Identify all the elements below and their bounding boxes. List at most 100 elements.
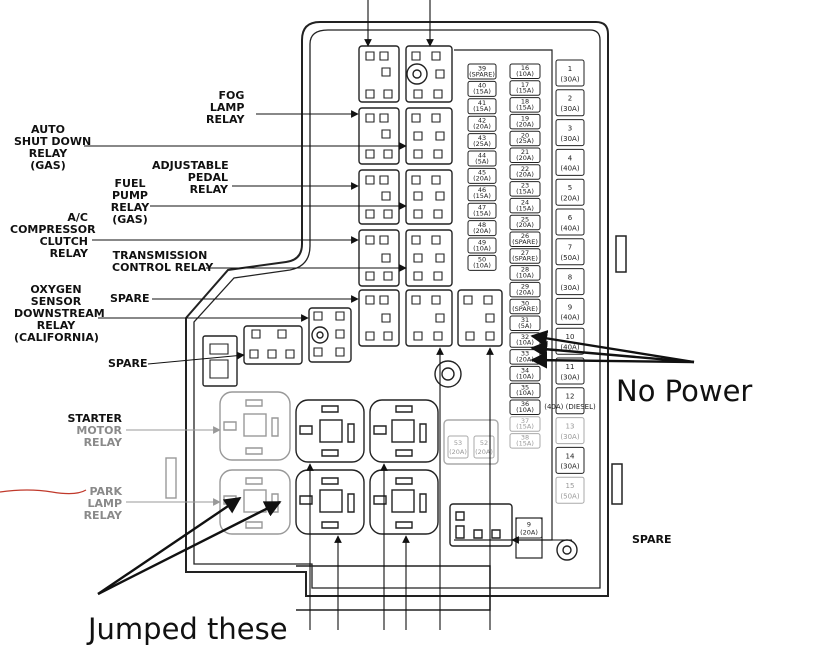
fuse-label: (40A) (DIESEL): [544, 403, 596, 411]
fuse-label: 18: [521, 98, 529, 106]
relay-terminals: [209, 51, 495, 379]
fuse-11-maxi: 11(30A): [555, 357, 585, 385]
fuse-52: 52(20A): [473, 435, 495, 459]
fuse-3-maxi: 3 (30A): [555, 119, 585, 147]
fuse-38: 38(15A): [509, 433, 541, 449]
fuse-49: 49(10A): [467, 237, 497, 254]
fuse-label: (50A): [560, 493, 579, 501]
fuse-label: 8: [568, 274, 572, 282]
fuse-label: 12: [566, 393, 575, 401]
fuse-label: (20A): [516, 221, 534, 229]
fuse-label: (10A): [473, 244, 491, 252]
fuse-label: (15A): [516, 439, 534, 447]
fuse-40: 40(15A): [467, 80, 497, 97]
fuse-label: 9: [568, 303, 572, 311]
fuse-9-maxi: 9(40A): [555, 297, 585, 325]
fuse-label: 16: [521, 64, 529, 72]
fuse-label: 27: [521, 249, 529, 257]
fuse-box-housing: [185, 21, 627, 611]
fuse-label: (20A): [560, 195, 579, 203]
fuse-label: (20A): [516, 171, 534, 179]
fuse-label: 25: [521, 215, 529, 223]
leader-lines: [84, 0, 572, 630]
fuse-label: (15A): [473, 192, 491, 200]
fuse-37: 37(15A): [509, 416, 541, 432]
fuse-label: (5A): [475, 157, 489, 165]
fuse-label: 50: [478, 256, 486, 264]
fuse-21: 21(20A): [509, 147, 541, 163]
fuse-label: (20A): [516, 355, 534, 363]
fuse-label: 11: [566, 363, 575, 371]
fuse-label: 29: [521, 282, 529, 290]
fuse-label: 23: [521, 182, 529, 190]
fuse-label: 46: [478, 186, 486, 194]
fuse-34: 34(10A): [509, 365, 541, 382]
fuse-label: 3: [568, 125, 572, 133]
fuse-label: (10A): [516, 406, 534, 414]
fuse-label: (15A): [516, 87, 534, 95]
fuse-26: 26(SPARE): [509, 231, 541, 247]
fuse-label: (20A): [473, 175, 491, 183]
fuse-label: (20A): [473, 123, 491, 131]
fuse-label: (40A): [560, 165, 579, 173]
fuse-36: 36(10A): [509, 399, 541, 415]
fuse-label: (SPARE): [512, 238, 538, 246]
jumped-these-annotation: Jumped these: [88, 612, 288, 646]
fog-lamp-relay-label: FOG LAMP RELAY: [206, 89, 245, 126]
fuse-label: 20: [521, 131, 529, 139]
adjustable-pedal-relay-label: ADJUSTABLE PEDAL RELAY: [152, 159, 229, 196]
fuse-47: 47(15A): [467, 202, 497, 219]
fuse-label: 6: [568, 214, 573, 222]
fuse-label: 14: [566, 452, 575, 460]
fuse-10-maxi: 10(40A): [555, 327, 585, 355]
fuse-19: 19(20A): [509, 113, 541, 130]
fuse-35: 35(10A): [509, 382, 541, 399]
fuse-label: 35: [521, 383, 529, 391]
fuse-label: 37: [521, 417, 529, 425]
fuse-label: 13: [566, 423, 575, 431]
fuse-label: (30A): [560, 105, 579, 113]
fuse-label: 45: [478, 169, 486, 177]
fuse-8-maxi: 8(30A): [555, 268, 585, 296]
fuse-label: (15A): [473, 88, 491, 96]
ac-compressor-clutch-relay-label: A/C COMPRESSOR CLUTCH RELAY: [10, 211, 96, 260]
fuse-label: 15: [566, 482, 575, 490]
fuse-20: 20(25A): [509, 130, 541, 147]
fuse-label: 10: [566, 333, 575, 341]
fuse-label: 28: [521, 266, 529, 274]
fuse-28: 28(10A): [509, 265, 541, 281]
fuse-9-small: 9(20A): [515, 517, 543, 539]
fuse-label: 2: [568, 95, 572, 103]
fuse-25: 25(20A): [509, 214, 541, 231]
fuse-label: (10A): [516, 389, 534, 397]
upper-relays: [202, 45, 578, 561]
fuse-label: (50A): [560, 254, 579, 262]
no-power-arrows: [530, 330, 695, 369]
fuse-46: 46(15A): [467, 185, 497, 202]
fuse-label: 32: [521, 333, 529, 341]
fuse-48: 48(20A): [467, 220, 497, 237]
fuse-label: (40A): [560, 224, 579, 232]
fuse-label: (SPARE): [512, 255, 538, 263]
fuse-label: (25A): [516, 137, 534, 145]
fuse-label: (10A): [516, 271, 534, 279]
fuse-label: 40: [478, 82, 486, 90]
fuse-label: (30A): [560, 135, 579, 143]
fuse-label: (20A): [520, 528, 538, 536]
fuse-4-maxi: 4 (40A): [555, 148, 585, 176]
lower-relays: [165, 391, 543, 559]
fuse-label: (20A): [516, 120, 534, 128]
fuse-17: 17(15A): [509, 80, 541, 96]
fuse-label: (10A): [516, 70, 534, 78]
fuse-label: 5: [568, 184, 572, 192]
fuse-label: 7: [568, 244, 572, 252]
fuse-label: 17: [521, 81, 529, 89]
fuse-label: 47: [478, 204, 486, 212]
fuse-43: 43(25A): [467, 133, 497, 150]
fuse-33: 33(20A): [509, 349, 541, 365]
jumped-arrows: [97, 497, 282, 596]
fuse-label: (20A): [516, 154, 534, 162]
fuse-label: 4: [568, 154, 573, 162]
fuse-label: 43: [478, 134, 486, 142]
fuse-label: (15A): [516, 423, 534, 431]
